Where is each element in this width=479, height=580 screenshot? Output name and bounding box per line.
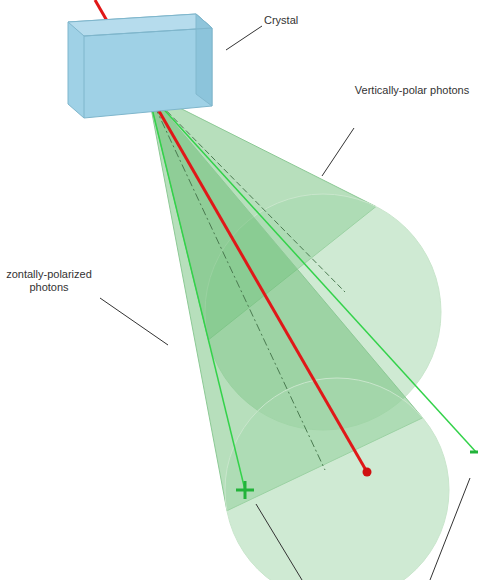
leader-lines <box>100 26 470 580</box>
photon-mark <box>470 451 478 454</box>
crystal-label: Crystal <box>264 14 324 27</box>
cone-axis <box>148 92 325 470</box>
horizontal-cone-base <box>225 378 449 580</box>
cone-label: zontally-polarized photons <box>3 268 95 294</box>
photon-ray <box>148 92 245 490</box>
pump-beam-end <box>363 468 372 477</box>
cone-label: Vertically-polar photons <box>352 84 472 97</box>
photon-mark <box>236 481 254 499</box>
crystal <box>68 14 212 118</box>
photon-ray <box>148 92 476 452</box>
